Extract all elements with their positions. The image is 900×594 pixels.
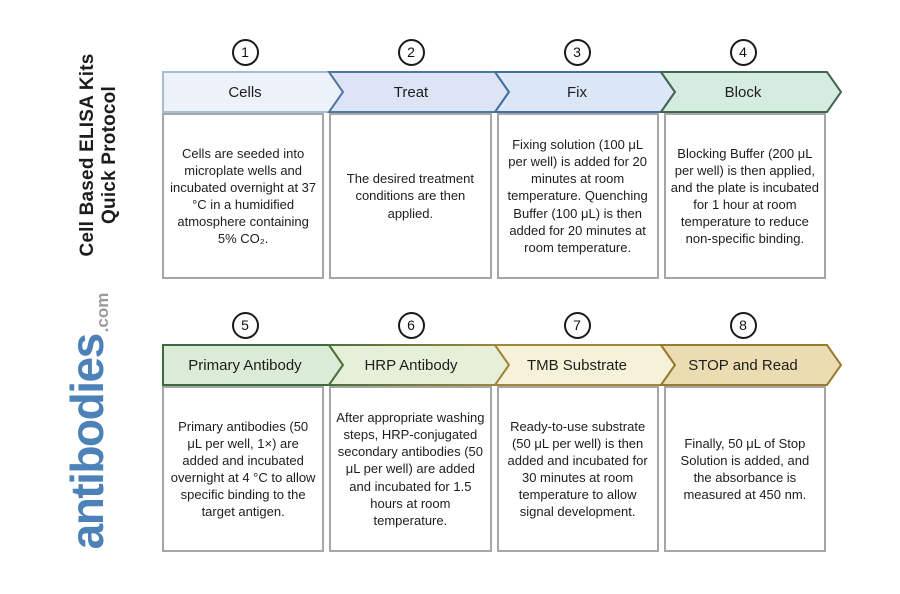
step-description-box-fix: Fixing solution (100 μL per well) is add… [496, 113, 659, 279]
brand-logo-wordmark: antibodies [61, 334, 114, 550]
step-number-badge-5: 5 [231, 311, 259, 339]
step-description-box-primary-antibody: Primary antibodies (50 μL per well, 1×) … [162, 386, 325, 552]
step-label-primary-antibody: Primary Antibody [188, 356, 302, 374]
step-number-badge-1: 1 [231, 38, 259, 66]
step-arrow-svg-2 [162, 344, 843, 386]
step-description-box-treat: The desired treatment conditions are the… [329, 113, 492, 279]
step-arrow-svg-1 [162, 71, 843, 113]
step-description-box-cells: Cells are seeded into microplate wells a… [162, 113, 325, 279]
page-title-line2: Quick Protocol [99, 86, 121, 224]
step-number-row-2: 5 6 7 8 [162, 311, 852, 339]
step-number-badge-8: 8 [729, 311, 757, 339]
step-description-row-1: Cells are seeded into microplate wells a… [162, 113, 826, 279]
step-label-cells: Cells [228, 83, 262, 101]
step-number-row-1: 1 2 3 4 [162, 38, 852, 66]
page-title-line1: Cell Based ELISA Kits [77, 53, 98, 257]
step-label-tmb-substrate: TMB Substrate [526, 356, 628, 374]
step-label-hrp-antibody: HRP Antibody [364, 356, 458, 374]
protocol-row-2: 5 6 7 8 Primary Antibody HRP Ant [162, 311, 852, 552]
step-number-badge-4: 4 [729, 38, 757, 66]
step-arrow-shape-stop-and-read [659, 344, 843, 386]
step-arrow-shape-block [659, 71, 843, 113]
step-number-badge-2: 2 [397, 38, 425, 66]
step-number-badge-7: 7 [563, 311, 591, 339]
step-description-box-block: Blocking Buffer (200 μL per well) is the… [663, 113, 826, 279]
protocol-row-1: 1 2 3 4 Cells Treat Fix Block Cells are … [162, 38, 852, 279]
step-description-box-hrp-antibody: After appropriate washing steps, HRP-con… [329, 386, 492, 552]
step-label-stop-and-read: STOP and Read [688, 356, 798, 374]
brand-logo-domain-suffix: .com [93, 292, 112, 333]
step-number-badge-6: 6 [397, 311, 425, 339]
step-description-box-stop-and-read: Finally, 50 μL of Stop Solution is added… [663, 386, 826, 552]
step-description-box-tmb-substrate: Ready-to-use substrate (50 μL per well) … [496, 386, 659, 552]
step-number-badge-3: 3 [563, 38, 591, 66]
step-arrow-bar-1: Cells Treat Fix Block [162, 71, 852, 113]
step-arrow-bar-2: Primary Antibody HRP Antibody TMB Substr… [162, 344, 852, 386]
brand-logo: antibodies .com [54, 276, 114, 566]
page-title: Cell Based ELISA Kits Quick Protocol [77, 35, 123, 275]
step-description-row-2: Primary antibodies (50 μL per well, 1×) … [162, 386, 826, 552]
step-label-fix: Fix [567, 83, 587, 101]
step-label-treat: Treat [393, 83, 429, 101]
step-label-block: Block [724, 83, 762, 101]
